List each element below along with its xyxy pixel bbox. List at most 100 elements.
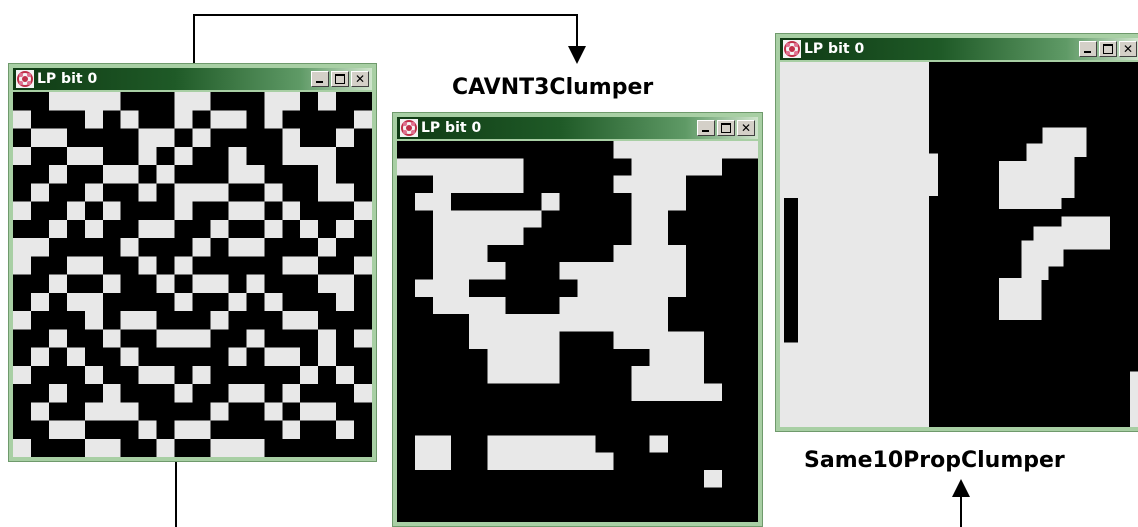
grid-cell bbox=[192, 329, 211, 348]
grid-cell bbox=[192, 402, 211, 421]
titlebar[interactable]: LP bit 0 ✕ bbox=[13, 68, 372, 90]
grid-cell bbox=[415, 400, 434, 419]
grid-cell bbox=[469, 210, 488, 228]
grid-cell bbox=[739, 435, 758, 454]
grid-cell bbox=[138, 329, 157, 348]
close-icon: ✕ bbox=[1122, 42, 1134, 56]
grid-cell bbox=[541, 158, 560, 176]
grid-cell bbox=[264, 238, 283, 257]
grid-cell bbox=[354, 238, 372, 257]
grid-cell bbox=[282, 128, 301, 148]
grid-cell bbox=[739, 314, 758, 332]
grid-cell bbox=[577, 418, 596, 436]
grid-cell bbox=[721, 210, 741, 228]
grid-cell bbox=[415, 141, 434, 159]
grid-cell bbox=[318, 201, 337, 221]
grid-cell bbox=[318, 219, 337, 239]
close-icon: ✕ bbox=[740, 121, 752, 135]
grid-cell bbox=[336, 92, 355, 111]
grid-cell bbox=[415, 262, 434, 280]
grid-cell bbox=[300, 219, 319, 239]
grid-cell bbox=[282, 92, 301, 111]
random-grid bbox=[13, 92, 372, 457]
grid-cell bbox=[667, 331, 687, 350]
maximize-button[interactable] bbox=[331, 71, 349, 87]
grid-cell bbox=[228, 384, 247, 403]
grid-cell bbox=[523, 314, 542, 332]
grid-cell bbox=[685, 262, 705, 280]
grid-cell bbox=[102, 365, 122, 385]
grid-cell bbox=[192, 365, 211, 385]
grid-cell bbox=[228, 110, 247, 129]
grid-cell bbox=[336, 329, 355, 348]
close-button[interactable]: ✕ bbox=[1119, 41, 1137, 57]
grid-cell bbox=[649, 366, 669, 384]
grid-cell bbox=[523, 348, 542, 367]
grid-cell bbox=[192, 256, 211, 275]
grid-cell bbox=[415, 504, 434, 522]
grid-cell bbox=[102, 420, 122, 440]
grid-cell bbox=[721, 435, 741, 454]
grid-cell bbox=[541, 504, 560, 522]
grid-cell bbox=[703, 262, 723, 280]
grid-cell bbox=[156, 292, 175, 312]
minimize-button[interactable] bbox=[1079, 41, 1097, 57]
grid-cell bbox=[631, 383, 651, 402]
grid-cell bbox=[433, 400, 452, 419]
titlebar[interactable]: LP bit 0 ✕ bbox=[397, 117, 758, 139]
grid-cell bbox=[667, 210, 687, 228]
grid-cell bbox=[541, 348, 560, 367]
grid-view bbox=[13, 92, 372, 457]
grid-cell bbox=[451, 487, 470, 506]
grid-cell bbox=[318, 256, 337, 275]
grid-cell bbox=[631, 435, 651, 454]
grid-cell bbox=[66, 92, 86, 111]
grid-cell bbox=[156, 438, 175, 457]
grid-cell bbox=[631, 279, 651, 298]
flower-icon[interactable] bbox=[783, 40, 801, 58]
grid-cell bbox=[595, 175, 614, 194]
window-same10propclumper[interactable]: LP bit 0 ✕ bbox=[775, 33, 1138, 432]
minimize-button[interactable] bbox=[697, 120, 715, 136]
window-cavnt3clumper[interactable]: LP bit 0 ✕ bbox=[392, 112, 763, 527]
grid-cell bbox=[487, 192, 506, 211]
grid-cell bbox=[174, 311, 193, 330]
titlebar[interactable]: LP bit 0 ✕ bbox=[780, 38, 1138, 60]
grid-cell bbox=[66, 311, 86, 330]
grid-cell bbox=[469, 314, 488, 332]
grid-cell bbox=[120, 110, 140, 129]
close-button[interactable]: ✕ bbox=[351, 71, 369, 87]
grid-cell bbox=[354, 165, 372, 184]
grid-cell bbox=[685, 366, 705, 384]
window-random[interactable]: LP bit 0 ✕ bbox=[8, 63, 377, 462]
maximize-button[interactable] bbox=[1099, 41, 1117, 57]
grid-cell bbox=[559, 487, 578, 506]
grid-cell bbox=[523, 400, 542, 419]
grid-cell bbox=[595, 383, 614, 402]
grid-cell bbox=[577, 504, 596, 522]
grid-cell bbox=[649, 348, 669, 367]
grid-cell bbox=[264, 311, 283, 330]
flower-icon[interactable] bbox=[400, 119, 418, 137]
grid-cell bbox=[13, 384, 32, 403]
grid-cell bbox=[102, 438, 122, 457]
close-button[interactable]: ✕ bbox=[737, 120, 755, 136]
grid-cell bbox=[210, 420, 229, 440]
grid-cell bbox=[397, 296, 416, 315]
grid-cell bbox=[505, 279, 524, 298]
grid-cell bbox=[505, 348, 524, 367]
grid-cell bbox=[721, 296, 741, 315]
flower-icon[interactable] bbox=[16, 70, 34, 88]
grid-cell bbox=[66, 292, 86, 312]
grid-cell bbox=[318, 311, 337, 330]
grid-cell bbox=[487, 227, 506, 246]
grid-cell bbox=[397, 262, 416, 280]
grid-cell bbox=[228, 329, 247, 348]
grid-cell bbox=[48, 146, 68, 166]
grid-cell bbox=[721, 470, 741, 488]
maximize-button[interactable] bbox=[717, 120, 735, 136]
grid-cell bbox=[282, 238, 301, 257]
minimize-button[interactable] bbox=[311, 71, 329, 87]
grid-cell bbox=[631, 470, 651, 488]
grid-cell bbox=[631, 210, 651, 228]
